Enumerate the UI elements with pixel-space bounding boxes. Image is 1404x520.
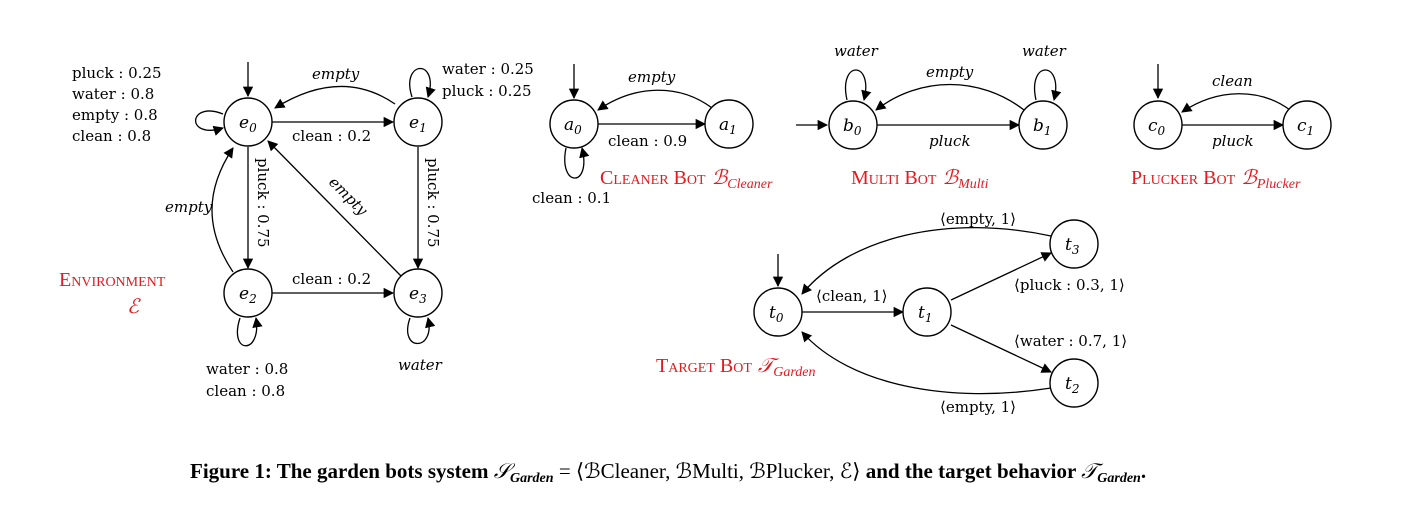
state-c1: c1	[1282, 100, 1332, 150]
b1-self-loop	[1033, 69, 1062, 102]
svg-text:e3: e3	[409, 284, 427, 306]
e0-loop-label-pluck: pluck : 0.25	[72, 64, 162, 82]
state-t0: t0	[753, 287, 803, 337]
e3-loop-label: water	[398, 356, 443, 374]
a1-to-a0-label: empty	[628, 68, 676, 86]
svg-text:e0: e0	[239, 113, 257, 135]
svg-text:c0: c0	[1148, 116, 1166, 138]
b0-to-b1-label: pluck	[929, 132, 971, 150]
e0-to-e1-label: clean : 0.2	[292, 127, 371, 145]
svg-text:e2: e2	[239, 284, 257, 306]
state-e0: e0	[223, 97, 273, 147]
e1-to-e0-edge	[274, 85, 396, 109]
t1-to-t3-edge	[950, 252, 1052, 301]
state-e1: e1	[393, 97, 443, 147]
e0-loop-label-clean: clean : 0.8	[72, 127, 151, 145]
e2-self-loop	[236, 316, 263, 347]
a0-self-loop	[564, 146, 590, 179]
state-t3: t3	[1049, 219, 1099, 269]
b1-loop-label: water	[1022, 42, 1067, 60]
state-a1: a1	[704, 99, 754, 149]
svg-text:b0: b0	[843, 116, 862, 138]
state-c0: c0	[1133, 100, 1183, 150]
e2-loop-label-clean: clean : 0.8	[206, 382, 285, 400]
c1-to-c0-label: clean	[1212, 72, 1253, 90]
svg-text:e1: e1	[409, 113, 427, 135]
e2-to-e0-label: empty	[165, 198, 213, 216]
a0-loop-label: clean : 0.1	[532, 189, 611, 207]
svg-text:t2: t2	[1065, 374, 1079, 396]
svg-text:b1: b1	[1033, 116, 1052, 138]
e2-to-e0-edge	[211, 147, 234, 273]
e2-to-e3-label: clean : 0.2	[292, 270, 371, 288]
e1-self-loop	[409, 68, 436, 98]
t3-to-t0-edge	[801, 227, 1052, 295]
svg-text:t1: t1	[918, 303, 932, 325]
target-bot-automaton: t0 t1 t3 t2 ⟨empty, 1⟩ ⟨clean, 1⟩ ⟨pluck…	[656, 210, 1127, 416]
e3-to-e0-edge	[267, 140, 402, 277]
svg-text:t0: t0	[769, 303, 784, 325]
figure-caption: Figure 1: The garden bots system 𝒮Garden…	[190, 459, 1146, 486]
svg-text:a1: a1	[719, 115, 737, 137]
e1-to-e3-label: pluck : 0.75	[424, 158, 442, 248]
t2-to-t0-label: ⟨empty, 1⟩	[940, 398, 1016, 416]
environment-symbol: ℰ	[127, 296, 141, 318]
b0-self-loop	[844, 69, 872, 102]
e0-loop-label-empty: empty : 0.8	[72, 106, 158, 124]
state-a0: a0	[549, 99, 599, 149]
environment-automaton: e0 e1 e2 e3 pluck : 0.25 water : 0.8 emp…	[59, 60, 534, 400]
t3-to-t0-label: ⟨empty, 1⟩	[940, 210, 1016, 228]
e0-loop-label-water: water : 0.8	[72, 85, 154, 103]
e0-to-e2-label: pluck : 0.75	[254, 158, 272, 248]
t1-to-t3-label: ⟨pluck : 0.3, 1⟩	[1014, 276, 1125, 294]
c0-to-c1-label: pluck	[1212, 132, 1254, 150]
a0-to-a1-label: clean : 0.9	[608, 132, 687, 150]
e0-self-loop	[195, 110, 224, 136]
t2-to-t0-edge	[801, 331, 1052, 395]
cleaner-bot-automaton: a0 a1 empty clean : 0.9 clean : 0.1 Clea…	[532, 64, 773, 207]
environment-title: Environment	[59, 269, 166, 291]
e3-to-e0-label: empty	[325, 173, 371, 219]
e1-loop-label-pluck: pluck : 0.25	[442, 82, 532, 100]
svg-text:c1: c1	[1297, 116, 1314, 138]
state-e3: e3	[393, 268, 443, 318]
svg-text:a0: a0	[564, 115, 582, 137]
b0-loop-label: water	[834, 42, 879, 60]
c1-to-c0-edge	[1181, 93, 1291, 113]
e2-loop-label-water: water : 0.8	[206, 360, 288, 378]
b1-to-b0-edge	[875, 83, 1025, 111]
state-e2: e2	[223, 268, 273, 318]
state-t2: t2	[1049, 358, 1099, 408]
t0-to-t1-label: ⟨clean, 1⟩	[816, 287, 887, 305]
e3-self-loop	[407, 316, 436, 344]
svg-text:t3: t3	[1065, 235, 1080, 257]
e1-loop-label-water: water : 0.25	[442, 60, 534, 78]
state-b1: b1	[1018, 100, 1068, 150]
b1-to-b0-label: empty	[926, 63, 974, 81]
a1-to-a0-edge	[597, 89, 713, 111]
state-b0: b0	[828, 100, 878, 150]
t1-to-t2-label: ⟨water : 0.7, 1⟩	[1014, 332, 1127, 350]
e1-to-e0-label: empty	[312, 65, 360, 83]
state-t1: t1	[902, 287, 952, 337]
t1-to-t2-edge	[950, 324, 1052, 373]
